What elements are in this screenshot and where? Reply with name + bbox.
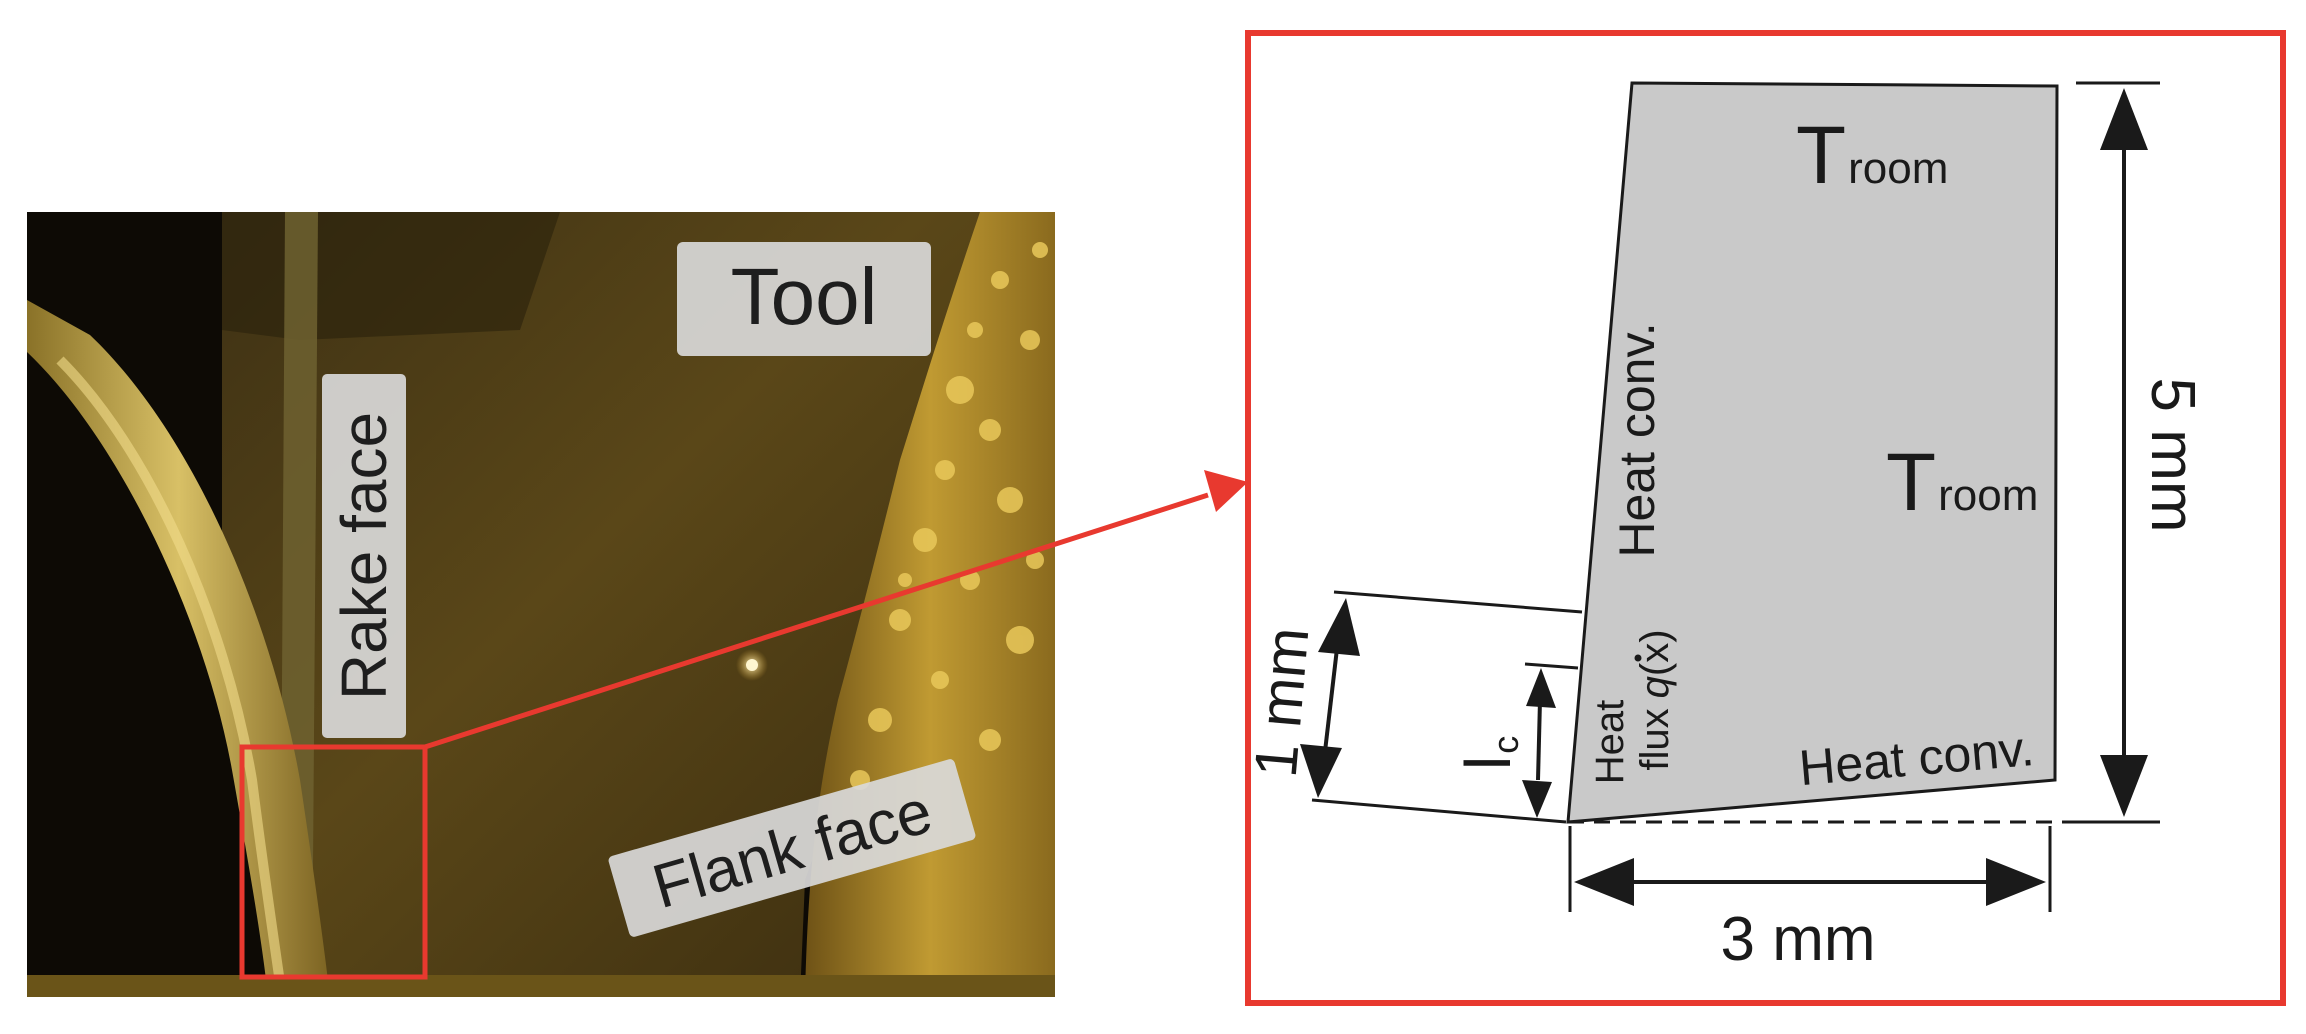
dim-contact-label: 1 mm [1242, 625, 1322, 780]
dim-contact-ext-top [1333, 590, 1583, 614]
dim-contact-arrow-bottom [1300, 744, 1342, 798]
dim-height-arrow-bottom [2100, 755, 2148, 817]
dim-lc-main: l [1452, 756, 1524, 770]
dim-contact-ext-bottom [1311, 798, 1567, 824]
dim-lc-arrow-top [1526, 668, 1556, 708]
label-rake-face-text: Rake face [328, 412, 400, 700]
dim-lc-sub: c [1485, 736, 1526, 754]
flux-word: flux [1633, 708, 1677, 770]
flux-arg: (x) [1633, 629, 1677, 676]
dim-lc-ext-top [1524, 662, 1579, 670]
dim-contact-arrow-top [1318, 598, 1360, 656]
t-room-top-main: T [1796, 110, 1846, 201]
dim-width-label: 3 mm [1721, 905, 1876, 974]
label-tool: Tool [677, 242, 931, 356]
label-tool-box [677, 242, 931, 356]
t-room-center-main: T [1886, 437, 1936, 528]
dim-height-arrow-top [2100, 88, 2148, 150]
label-flank-face-box [608, 759, 976, 937]
dim-width-arrow-right [1986, 858, 2046, 906]
dim-contact-line [1322, 639, 1340, 761]
heat-word: Heat [1588, 700, 1632, 785]
tool-model-shape [1566, 81, 2059, 824]
dim-lc-arrow-bottom [1522, 780, 1552, 818]
label-rake-face-box [322, 374, 406, 738]
dim-width-arrow-left [1574, 858, 1634, 906]
t-room-top: Troom [1796, 110, 1948, 201]
dim-lc-line [1536, 699, 1542, 781]
flux-label: flux q(x) [1633, 629, 1677, 770]
t-room-center: Troom [1886, 437, 2038, 528]
glint-core [746, 659, 758, 671]
label-tool-text: Tool [731, 252, 878, 341]
bottom-strip [27, 975, 1055, 997]
t-room-center-sub: room [1938, 471, 2038, 520]
dim-height-label: 5 mm [2138, 378, 2207, 533]
tool-shadow [222, 212, 560, 340]
connector-line [424, 492, 1209, 750]
highlight-box [239, 744, 428, 980]
t-room-top-sub: room [1848, 144, 1948, 193]
flux-text: flux q(x) [1633, 629, 1677, 770]
heat-conv-rake: Heat conv. [1609, 322, 1665, 557]
flux-symbol: q [1633, 676, 1677, 698]
chip-highlight [56, 356, 287, 997]
label-rake-face: Rake face [322, 374, 406, 738]
dim-lc-label: lc [1452, 736, 1526, 770]
workpiece-granules [850, 242, 1048, 790]
connector-arrowhead [1204, 470, 1248, 512]
flux-dot [1634, 654, 1642, 662]
